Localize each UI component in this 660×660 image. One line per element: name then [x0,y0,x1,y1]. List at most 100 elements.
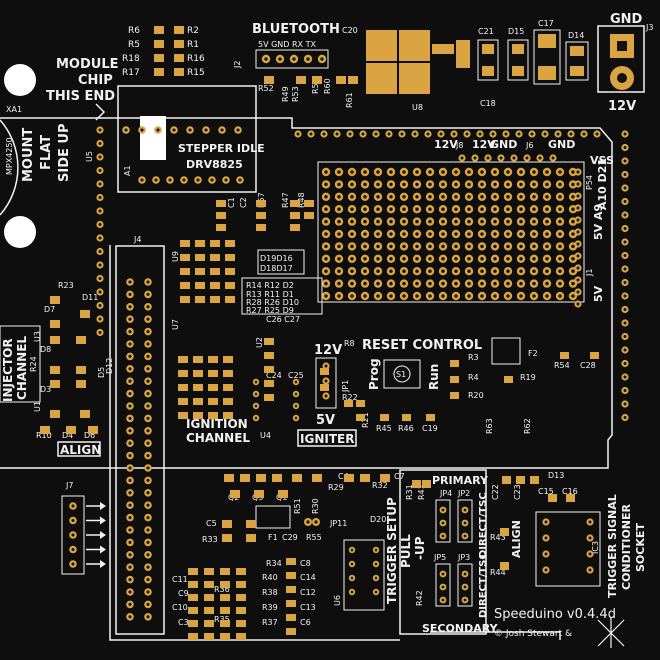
smd-pad [220,620,230,627]
power-connector: GND 12V J3 [597,12,653,114]
trigger-setup: TRIGGER SETUP PULL -UP PRIMARY SECONDARY… [385,469,499,635]
pad-hole [188,128,192,132]
pad-hole [571,269,575,273]
pad-hole [376,294,380,298]
pad-hole [324,195,328,199]
smd-pad [236,594,246,601]
pad-hole [588,552,592,556]
ref-r3: R3 [468,353,479,362]
ref-d4: D4 [62,431,73,440]
pad-hole [146,392,150,396]
ref-c28: C28 [580,361,596,370]
pad-hole [480,182,484,187]
ref-r38: R38 [262,588,278,597]
arrow-head [100,531,106,539]
ref-r30: R30 [311,498,320,514]
ref-u9: U9 [171,251,180,262]
smd-pad [178,412,188,419]
pad-hole [376,244,380,249]
pad-hole [428,232,432,236]
pad-hole [545,281,549,286]
top-12v-2: 12V [472,138,496,151]
pad-hole [506,257,510,261]
ignition-section: U2 C24 C25 U4 IGNITION CHANNEL IGNITER 1… [186,337,357,447]
smd-pad [174,68,184,76]
pad-hole [519,244,523,249]
pad-hole [196,178,200,182]
pad-hole [376,269,380,273]
ref-u8: U8 [412,103,423,112]
pad-hole [322,132,326,136]
vss-label: VSS [590,154,614,167]
pad-hole [98,317,102,321]
pad-hole [415,232,419,236]
pad-hole [337,170,341,174]
pad-hole [309,132,313,136]
pad-hole [532,281,536,286]
pad-hole [146,528,150,532]
pad-hole [324,257,328,261]
pad-hole [376,257,380,261]
pad-hole [543,132,547,136]
pad-hole [415,195,419,199]
pad-hole [519,257,523,261]
smd-pad [360,474,370,482]
pad-hole [480,281,484,286]
smd-pad [50,320,60,328]
smd-pad [50,410,60,418]
pad-hole [532,182,536,187]
pad-hole [128,342,132,346]
smd-pad [236,607,246,614]
pad-hole [374,562,378,566]
pad-hole [402,244,406,249]
reset-label: RESET CONTROL [362,338,482,353]
pad-hole [623,254,627,257]
pad-hole [98,128,102,132]
pad-hole [376,182,380,187]
pad-hole [486,156,490,160]
ref-c5: C5 [206,519,217,528]
pad-hole [376,170,380,174]
pad-hole [156,128,160,132]
pad-hole [504,132,508,136]
ref-r6: R6 [128,26,140,36]
arrow-head [100,560,106,568]
smd-pad [225,254,235,261]
smd-pad [236,620,246,627]
smd-pad [154,40,164,48]
pad-hole [623,200,627,203]
pad-hole [128,441,132,445]
pad-hole [324,182,328,187]
smd-pad [450,360,459,367]
smd-pad [76,380,86,388]
pad-hole [428,281,432,286]
bt-pins-label: 5V GND RX TX [258,40,316,49]
ref-d8: D8 [40,345,51,354]
jp1-12v-label: 12V [314,343,342,358]
pad-hole [441,244,445,249]
ref-c29: C29 [282,533,298,542]
pad-hole [439,132,443,136]
ref-r24: R24 [29,356,38,372]
pad-hole [128,317,132,321]
pad-hole [493,257,497,261]
ref-r20: R20 [468,391,484,400]
igniter-label: IGNITER [300,432,354,446]
brand: Speeduino v0.4.4d © Josh Stewart & [494,607,625,648]
pad-hole [467,195,471,199]
pad-hole [506,182,510,187]
pad-hole [71,547,75,552]
pad-hole [576,290,580,294]
pad-hole [454,257,458,261]
map-sensor: MOUNT FLAT SIDE UP MPX4250 XA1 U5 [0,64,94,248]
ref-c8: C8 [300,559,311,568]
pad-hole [146,305,150,309]
pad-hole [98,304,102,307]
pad-hole [402,195,406,199]
prog-label: Prog [367,358,381,390]
smd-pad [154,26,164,34]
ref-r39: R39 [262,603,278,612]
smd-pad [225,296,235,303]
v12-label: 12V [608,99,636,114]
pad-hole [441,585,445,589]
